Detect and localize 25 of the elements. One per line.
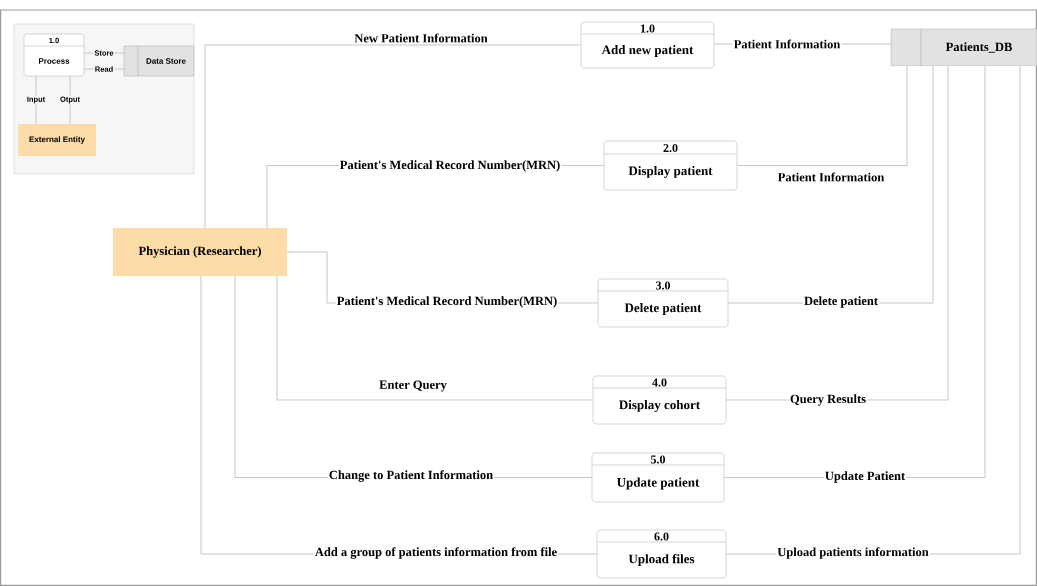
edge-label: Delete patient: [803, 295, 879, 309]
external-entity: Physician (Researcher): [113, 228, 287, 276]
process-box: 6.0 Upload files: [596, 529, 727, 579]
connector: [204, 44, 582, 229]
data-store: Data Store: [123, 45, 195, 77]
process-box: 4.0 Display cohort: [592, 375, 727, 425]
connector: [736, 65, 908, 166]
edge-label: New Patient Information: [353, 32, 489, 44]
edge-label: Query Results: [789, 393, 867, 407]
process-box: 3.0 Delete patient: [597, 278, 729, 328]
process-box: 5.0 Update patient: [591, 452, 725, 503]
edge-label: Update Patient: [823, 470, 907, 484]
edge-label: Patient's Medical Record Number(MRN): [338, 159, 562, 173]
edge-label: Upload patients information: [776, 546, 930, 560]
process-box: 2.0 Display patient: [603, 140, 738, 191]
edge-label: Patient Information: [732, 38, 842, 50]
edge-label: Patient's Medical Record Number(MRN): [335, 295, 559, 309]
external-entity: External Entity: [18, 124, 96, 156]
data-store: Patients_DB: [890, 28, 1037, 67]
process-box: 1.0 Add new patient: [580, 21, 715, 69]
edge-label: Add a group of patients information from file: [313, 546, 559, 560]
connector: [276, 275, 594, 401]
edge-label: Enter Query: [378, 379, 448, 393]
edge-label: Change to Patient Information: [327, 469, 495, 483]
edge-label: Patient Information: [776, 171, 886, 183]
